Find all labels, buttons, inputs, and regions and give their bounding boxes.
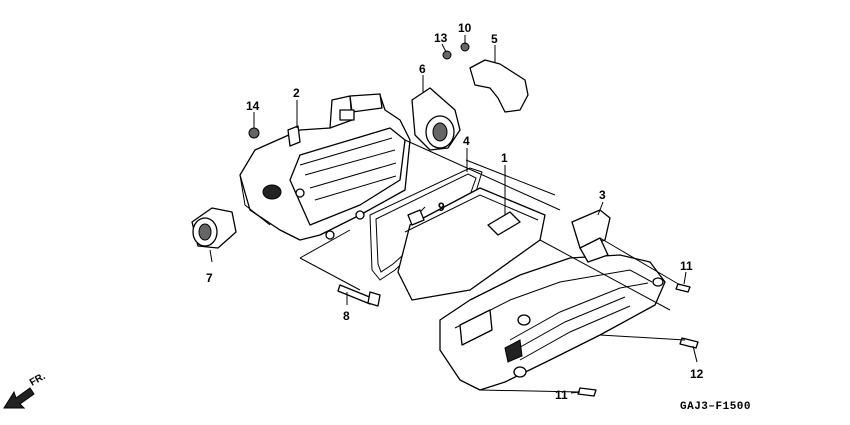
front-arrow: FR.	[3, 371, 48, 409]
screw-11-upper	[675, 283, 691, 293]
callout-12: 12	[690, 367, 704, 381]
callouts: 1 2 3 4 5 6 7 8 9 10 11 11 12 13 14	[206, 21, 704, 402]
callout-5: 5	[491, 32, 498, 46]
callout-6: 6	[419, 62, 426, 76]
callout-2: 2	[293, 86, 300, 100]
screw-11-lower	[577, 387, 597, 397]
bracket	[469, 59, 529, 113]
connecting-tube	[411, 87, 461, 151]
screw-10	[460, 42, 470, 52]
callout-9: 9	[438, 200, 445, 214]
front-label: FR.	[28, 371, 48, 389]
air-cleaner-case	[239, 93, 411, 241]
callout-3: 3	[599, 188, 606, 202]
screw-13	[442, 50, 452, 60]
screw-12	[679, 337, 699, 349]
callout-11-lower: 11	[555, 388, 568, 402]
screw-9	[407, 209, 425, 226]
assembly-lines	[299, 139, 686, 393]
leader-lines	[209, 35, 698, 394]
callout-13: 13	[434, 31, 448, 45]
air-cleaner-cover	[439, 209, 666, 391]
drawing-code: GAJ3–F1500	[680, 401, 751, 413]
callout-11-upper: 11	[680, 259, 693, 273]
callout-7: 7	[206, 271, 213, 285]
bolt-8	[337, 284, 381, 307]
front-arrow-icon	[3, 387, 35, 409]
callout-14: 14	[246, 99, 260, 113]
callout-10: 10	[458, 21, 472, 35]
callout-1: 1	[501, 151, 508, 165]
filter-element	[397, 187, 546, 301]
duct	[191, 207, 237, 249]
callout-8: 8	[343, 309, 350, 323]
callout-4: 4	[463, 134, 470, 148]
nut-14	[248, 127, 260, 139]
